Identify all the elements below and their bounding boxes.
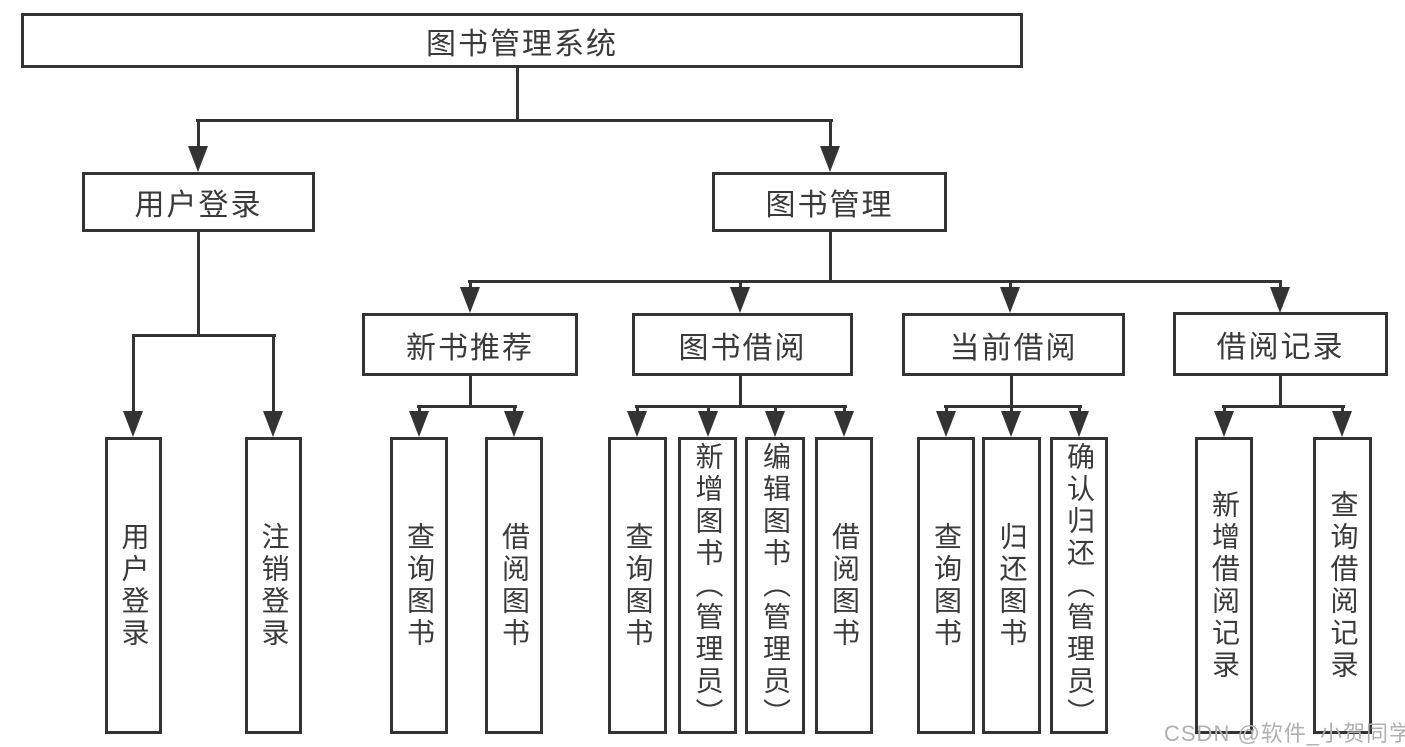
connector-line: [1279, 280, 1282, 292]
connector-line: [945, 405, 948, 415]
connector-line: [197, 232, 200, 336]
leaf-query-borrow-record-label: 查询借阅记录: [1327, 489, 1359, 682]
connector-line: [944, 405, 1082, 408]
leaf-edit-book-admin-label: 编辑图书（管理员）: [760, 441, 791, 730]
leaf-query-borrow-record: 查询借阅记录: [1313, 437, 1372, 734]
connector-line: [1009, 280, 1012, 292]
connector-line: [418, 405, 421, 415]
watermark: CSDN @软件_小贺同学: [1164, 721, 1405, 746]
leaf-borrow-book-label: 借阅图书: [829, 521, 860, 650]
arrowhead-icon: [765, 411, 785, 437]
connector-line: [829, 232, 832, 282]
connector-line: [635, 405, 847, 408]
connector-line: [843, 405, 846, 415]
connector-line: [739, 375, 742, 407]
node-new-book-recommend-label: 新书推荐: [406, 331, 534, 365]
connector-line: [1222, 405, 1345, 408]
arrowhead-icon: [460, 287, 480, 313]
arrowhead-icon: [504, 411, 524, 437]
leaf-query-book-recommend-label: 查询图书: [404, 521, 435, 650]
node-user-login: 用户登录: [82, 172, 315, 232]
leaf-edit-book-admin: 编辑图书（管理员）: [745, 437, 805, 734]
connector-line: [272, 334, 275, 414]
connector-line: [1279, 376, 1282, 407]
leaf-add-borrow-record: 新增借阅记录: [1195, 437, 1253, 734]
leaf-return-book: 归还图书: [982, 437, 1041, 734]
arrowhead-icon: [263, 411, 283, 437]
connector-line: [513, 405, 516, 415]
connector-line: [417, 405, 517, 408]
leaf-logout-label: 注销登录: [258, 521, 290, 650]
node-current-borrow-label: 当前借阅: [949, 331, 1078, 365]
arrowhead-icon: [834, 411, 854, 437]
connector-line: [829, 119, 832, 149]
arrowhead-icon: [1001, 411, 1021, 437]
node-user-login-label: 用户登录: [134, 189, 263, 222]
arrowhead-icon: [1270, 287, 1290, 313]
leaf-add-borrow-record-label: 新增借阅记录: [1209, 489, 1240, 682]
arrowhead-icon: [820, 146, 840, 172]
leaf-return-book-label: 归还图书: [996, 521, 1028, 650]
connector-line: [1010, 376, 1013, 407]
connector-line: [1010, 405, 1013, 415]
node-borrow-records: 借阅记录: [1173, 312, 1388, 376]
connector-line: [1341, 405, 1344, 415]
leaf-borrow-book-recommend-label: 借阅图书: [499, 521, 530, 650]
connector-line: [132, 334, 276, 337]
connector-line: [196, 119, 833, 122]
arrowhead-icon: [698, 411, 718, 437]
node-root-label: 图书管理系统: [426, 27, 618, 61]
connector-line: [469, 375, 472, 407]
connector-line: [707, 405, 710, 415]
connector-line: [636, 405, 639, 415]
arrowhead-icon: [1069, 411, 1089, 437]
leaf-add-book-admin-label: 新增图书（管理员）: [692, 441, 724, 730]
arrowhead-icon: [627, 411, 647, 437]
leaf-add-book-admin: 新增图书（管理员）: [678, 437, 737, 734]
connector-line: [469, 280, 472, 292]
node-book-management-label: 图书管理: [765, 189, 894, 222]
node-root: 图书管理系统: [21, 13, 1023, 68]
connector-line: [132, 334, 135, 414]
leaf-borrow-book: 借阅图书: [815, 437, 873, 734]
arrowhead-icon: [1332, 411, 1352, 437]
connector-line: [516, 68, 519, 121]
arrowhead-icon: [188, 146, 208, 172]
arrowhead-icon: [123, 411, 143, 437]
leaf-borrow-book-recommend: 借阅图书: [485, 437, 543, 734]
connector-line: [739, 280, 742, 292]
arrowhead-icon: [1214, 411, 1234, 437]
node-book-borrow: 图书借阅: [632, 313, 853, 376]
connector-line: [468, 280, 1282, 283]
node-current-borrow: 当前借阅: [902, 313, 1125, 376]
arrowhead-icon: [409, 411, 429, 437]
node-new-book-recommend: 新书推荐: [362, 313, 578, 376]
connector-line: [774, 405, 777, 415]
arrowhead-icon: [1000, 287, 1020, 313]
leaf-query-book-recommend: 查询图书: [390, 437, 448, 734]
leaf-query-book-borrow: 查询图书: [608, 437, 667, 734]
leaf-query-book-borrow-label: 查询图书: [622, 521, 654, 650]
leaf-confirm-return-admin: 确认归还（管理员）: [1050, 437, 1108, 734]
connector-line: [197, 119, 200, 149]
arrowhead-icon: [936, 411, 956, 437]
leaf-query-book-current: 查询图书: [917, 437, 975, 734]
arrowhead-icon: [730, 287, 750, 313]
connector-line: [1078, 405, 1081, 415]
leaf-user-login-label: 用户登录: [118, 521, 150, 650]
leaf-query-book-current-label: 查询图书: [931, 521, 962, 650]
leaf-confirm-return-admin-label: 确认归还（管理员）: [1064, 441, 1095, 730]
node-book-borrow-label: 图书借阅: [678, 331, 807, 365]
connector-line: [1223, 405, 1226, 415]
leaf-user-login: 用户登录: [105, 437, 162, 734]
leaf-logout: 注销登录: [245, 437, 302, 734]
node-book-management: 图书管理: [712, 172, 947, 232]
node-borrow-records-label: 借阅记录: [1216, 331, 1345, 364]
